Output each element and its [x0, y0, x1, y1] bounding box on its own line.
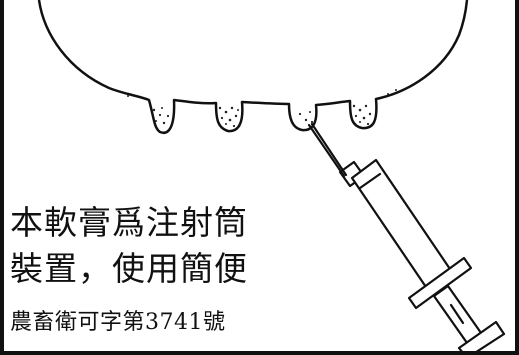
- udder-outline: [37, 0, 469, 134]
- caption-line-2: 裝置，使用簡便: [10, 249, 248, 288]
- teat-shading: [121, 89, 397, 128]
- registration-number: 農畜衛可字第3741號: [10, 310, 226, 335]
- syringe-icon: [307, 122, 506, 351]
- udder-syringe-illustration: [37, 0, 506, 351]
- caption-line-1: 本軟膏爲注射筒: [10, 203, 248, 242]
